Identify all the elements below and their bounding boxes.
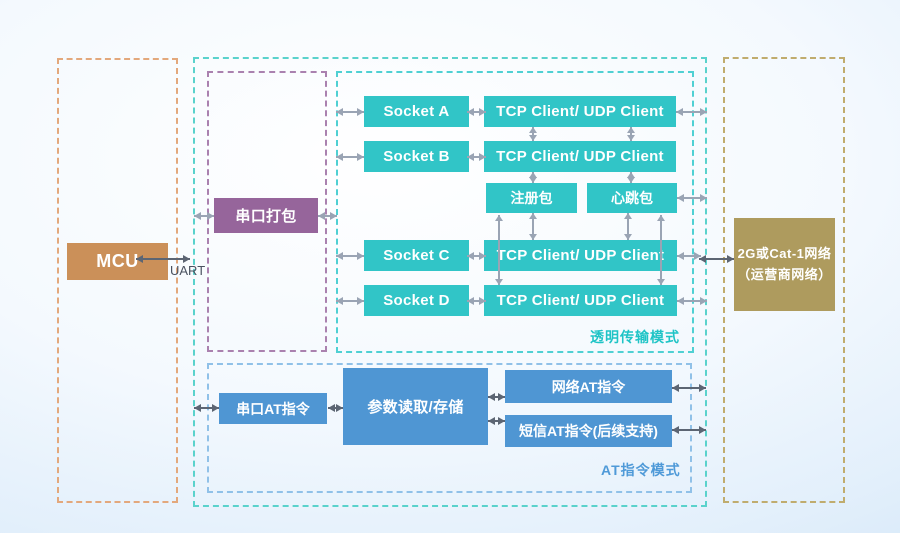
- arrow-network-at-right: [672, 384, 706, 392]
- arrow-mcu-uart: [136, 255, 190, 263]
- serial-pack-group-frame: [207, 71, 327, 352]
- uart-label: UART: [170, 263, 206, 278]
- mcu-group-frame: [57, 58, 178, 503]
- socket-c-box: Socket C: [364, 240, 469, 271]
- arrow-tcp1-tcp2-right: [627, 127, 635, 141]
- socket-b-label: Socket B: [383, 148, 450, 165]
- tcp-client-label-3: TCP Client/ UDP Client: [496, 247, 665, 264]
- socket-c-label: Socket C: [383, 247, 450, 264]
- carrier-network-box: 2G或Cat-1网络 （运营商网络）: [734, 218, 835, 311]
- arrow-pack-left: [194, 212, 214, 220]
- arrow-socket-b-left: [336, 153, 364, 161]
- arrow-socket-d-left: [336, 297, 364, 305]
- arrow-socket-b-tcp: [467, 153, 486, 161]
- registration-packet-box: 注册包: [486, 183, 577, 213]
- arrow-registration-tcp3: [529, 213, 537, 240]
- arrow-tcp1-tcp2-left: [529, 127, 537, 141]
- arrow-socket-c-tcp: [467, 252, 486, 260]
- arrow-tcp2-heartbeat: [627, 172, 635, 183]
- serial-at-label: 串口AT指令: [236, 400, 310, 417]
- param-store-label: 参数读取/存储: [367, 399, 464, 416]
- transparent-mode-label: 透明传输模式: [590, 329, 680, 345]
- carrier-network-line1: 2G或Cat-1网络: [737, 246, 832, 262]
- network-at-label: 网络AT指令: [551, 378, 626, 395]
- arrow-serial-at-param: [328, 404, 343, 412]
- transparent-mode-frame: [336, 71, 694, 353]
- arrow-socket-d-tcp: [467, 297, 486, 305]
- arrow-tcp3-right: [677, 252, 701, 260]
- arrow-param-sms-at: [488, 417, 505, 425]
- arrow-heartbeat-right: [677, 194, 707, 202]
- arrow-tcp4-right: [677, 297, 707, 305]
- arrow-heartbeat-tcp4-long: [657, 215, 665, 285]
- serial-pack-box: 串口打包: [214, 198, 318, 233]
- module-group-frame: [193, 57, 707, 507]
- heartbeat-packet-label: 心跳包: [611, 190, 653, 206]
- tcp-client-label-1: TCP Client/ UDP Client: [496, 103, 664, 120]
- socket-b-box: Socket B: [364, 141, 469, 172]
- tcp-client-box-4: TCP Client/ UDP Client: [484, 285, 677, 316]
- socket-a-label: Socket A: [383, 103, 450, 120]
- tcp-client-label-2: TCP Client/ UDP Client: [496, 148, 664, 165]
- tcp-client-box-3: TCP Client/ UDP Client: [484, 240, 677, 271]
- at-mode-frame: [207, 363, 692, 493]
- arrow-tcp1-right: [676, 108, 707, 116]
- mcu-box: MCU: [67, 243, 168, 280]
- serial-at-box: 串口AT指令: [219, 393, 327, 424]
- arrow-heartbeat-tcp3: [624, 213, 632, 240]
- arrow-pack-right: [318, 212, 337, 220]
- param-store-box: 参数读取/存储: [343, 368, 488, 445]
- arrow-serial-at-left: [194, 404, 219, 412]
- heartbeat-packet-box: 心跳包: [587, 183, 677, 213]
- arrow-param-network-at: [488, 393, 505, 401]
- socket-d-box: Socket D: [364, 285, 469, 316]
- arrow-socket-c-left: [336, 252, 364, 260]
- arrow-socket-a-tcp: [467, 108, 486, 116]
- network-group-frame: [723, 57, 845, 503]
- tcp-client-label-4: TCP Client/ UDP Client: [496, 292, 665, 309]
- arrow-module-network: [699, 255, 734, 263]
- arrow-socket-a-left: [336, 108, 364, 116]
- registration-packet-label: 注册包: [510, 190, 553, 206]
- socket-a-box: Socket A: [364, 96, 469, 127]
- arrow-registration-tcp4-long: [495, 215, 503, 285]
- serial-pack-label: 串口打包: [235, 208, 297, 225]
- carrier-network-line2: （运营商网络）: [737, 266, 832, 282]
- tcp-client-box-2: TCP Client/ UDP Client: [484, 141, 676, 172]
- sms-at-box: 短信AT指令(后续支持): [505, 415, 672, 447]
- socket-d-label: Socket D: [383, 292, 450, 309]
- sms-at-label: 短信AT指令(后续支持): [519, 423, 658, 439]
- mcu-label: MCU: [96, 251, 139, 271]
- arrow-tcp2-registration: [529, 172, 537, 183]
- tcp-client-box-1: TCP Client/ UDP Client: [484, 96, 676, 127]
- at-mode-label: AT指令模式: [601, 462, 681, 478]
- network-at-box: 网络AT指令: [505, 370, 672, 403]
- arrow-sms-at-right: [672, 426, 706, 434]
